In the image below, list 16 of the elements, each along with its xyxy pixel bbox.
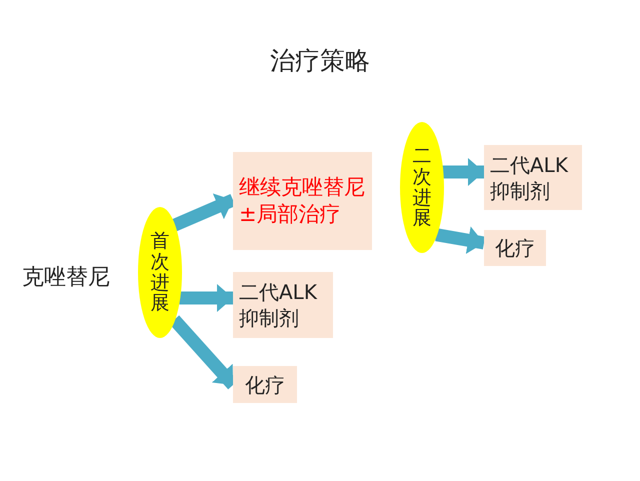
title: 治疗策略 — [269, 45, 371, 77]
node-text: 化疗 — [495, 235, 535, 261]
node-text: 二次进展 — [412, 146, 432, 230]
treatment-box — [233, 272, 333, 338]
node-text: 二代ALK抑制剂 — [239, 279, 318, 331]
node-text: 化疗 — [245, 372, 285, 398]
node-text: 首次进展 — [150, 230, 170, 314]
arrow — [179, 284, 233, 312]
node-text: 克唑替尼 — [22, 264, 110, 292]
treatment-box — [233, 366, 297, 403]
treatment-box — [484, 145, 582, 210]
treatment-box — [233, 152, 372, 250]
node-text: 二代ALK抑制剂 — [490, 152, 570, 204]
treatment-box — [484, 230, 546, 266]
node-text: 继续克唑替尼±局部治疗 — [239, 174, 366, 228]
arrow — [442, 158, 484, 186]
